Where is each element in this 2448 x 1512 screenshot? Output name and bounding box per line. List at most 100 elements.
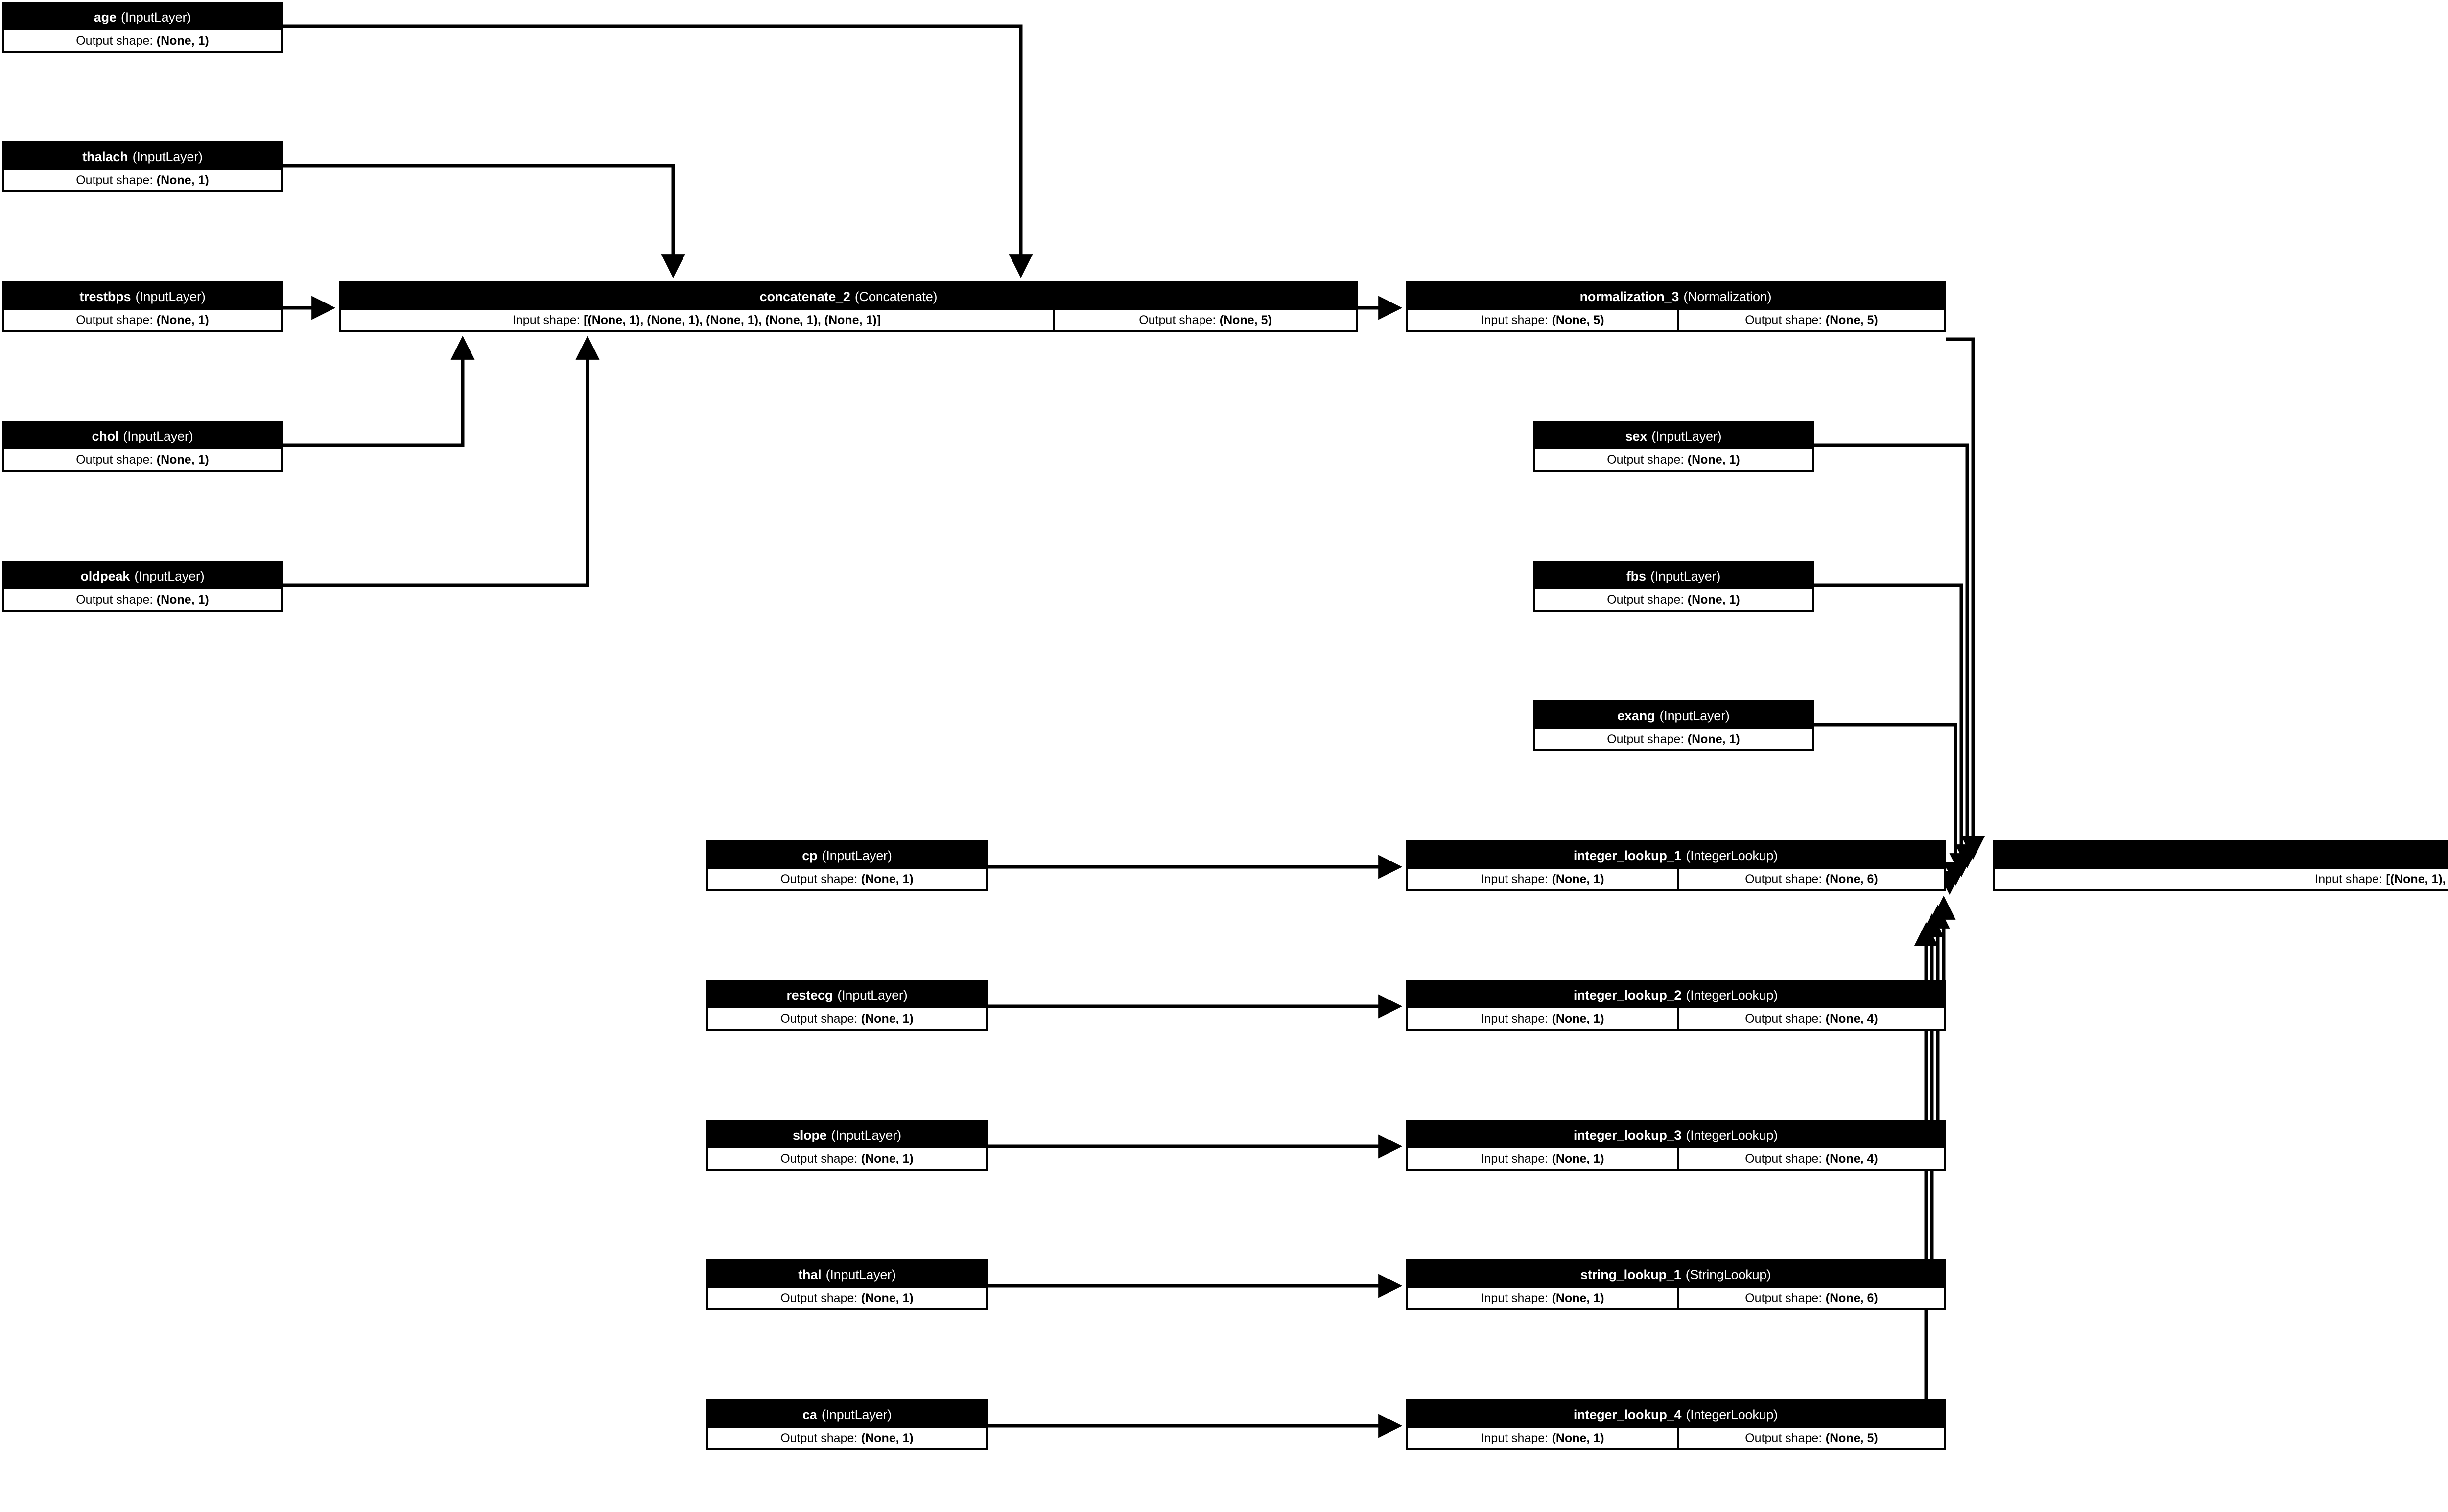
- layer-node-age[interactable]: age(InputLayer)Output shape:(None, 1): [2, 2, 283, 53]
- layer-node-integer_lookup_3[interactable]: integer_lookup_3(IntegerLookup)Input sha…: [1406, 1120, 1946, 1171]
- output-shape-value-oldpeak: (None, 1): [156, 592, 209, 606]
- layer-node-restecg[interactable]: restecg(InputLayer)Output shape:(None, 1…: [706, 980, 988, 1031]
- output-shape-cell-fbs: Output shape:(None, 1): [1535, 589, 1812, 610]
- output-shape-value-integer_lookup_1: (None, 6): [1825, 872, 1878, 886]
- output-shape-value-concatenate_2: (None, 5): [1219, 313, 1272, 327]
- output-shape-value-normalization_3: (None, 5): [1825, 313, 1878, 327]
- input-shape-label-integer_lookup_4: Input shape:: [1481, 1431, 1549, 1445]
- input-shape-cell-integer_lookup_2: Input shape:(None, 1): [1408, 1008, 1677, 1029]
- layer-node-fbs[interactable]: fbs(InputLayer)Output shape:(None, 1): [1533, 561, 1814, 612]
- output-shape-value-slope: (None, 1): [861, 1151, 914, 1165]
- edge-oldpeak-to-concatenate_2: [283, 335, 600, 587]
- layer-name-integer_lookup_2: integer_lookup_2: [1573, 987, 1682, 1002]
- output-shape-cell-age: Output shape:(None, 1): [4, 30, 281, 51]
- layer-shapes-slope: Output shape:(None, 1): [708, 1148, 986, 1169]
- layer-type-integer_lookup_2: (IntegerLookup): [1686, 987, 1778, 1002]
- layer-node-sex[interactable]: sex(InputLayer)Output shape:(None, 1): [1533, 421, 1814, 472]
- input-shape-value-concatenate_3: [(None, 1), (None, 1), (None, 1), (None,…: [2386, 872, 2448, 886]
- output-shape-value-chol: (None, 1): [156, 452, 209, 466]
- edge-age-to-concatenate_2: [283, 24, 1033, 279]
- layer-title-oldpeak: oldpeak(InputLayer): [4, 563, 281, 589]
- output-shape-label-oldpeak: Output shape:: [76, 592, 153, 606]
- output-shape-label-sex: Output shape:: [1607, 452, 1684, 466]
- edge-normalization_3-to-concatenate_3: [1946, 337, 1985, 860]
- input-shape-label-normalization_3: Input shape:: [1481, 313, 1549, 327]
- layer-name-restecg: restecg: [786, 987, 833, 1002]
- layer-node-cp[interactable]: cp(InputLayer)Output shape:(None, 1): [706, 840, 988, 891]
- output-shape-value-thal: (None, 1): [861, 1291, 914, 1305]
- output-shape-cell-exang: Output shape:(None, 1): [1535, 729, 1812, 749]
- input-shape-value-integer_lookup_4: (None, 1): [1552, 1431, 1604, 1445]
- layer-node-slope[interactable]: slope(InputLayer)Output shape:(None, 1): [706, 1120, 988, 1171]
- layer-type-thalach: (InputLayer): [132, 149, 203, 164]
- layer-node-integer_lookup_1[interactable]: integer_lookup_1(IntegerLookup)Input sha…: [1406, 840, 1946, 891]
- layer-node-string_lookup_1[interactable]: string_lookup_1(StringLookup)Input shape…: [1406, 1259, 1946, 1310]
- layer-title-thal: thal(InputLayer): [708, 1261, 986, 1288]
- output-shape-label-cp: Output shape:: [780, 872, 858, 886]
- input-shape-cell-integer_lookup_1: Input shape:(None, 1): [1408, 869, 1677, 889]
- output-shape-value-integer_lookup_3: (None, 4): [1825, 1151, 1878, 1165]
- output-shape-label-age: Output shape:: [76, 33, 153, 47]
- layer-name-ca: ca: [802, 1407, 817, 1422]
- input-shape-value-integer_lookup_1: (None, 1): [1552, 872, 1604, 886]
- layer-type-exang: (InputLayer): [1659, 708, 1730, 723]
- output-shape-cell-slope: Output shape:(None, 1): [708, 1148, 986, 1169]
- layer-node-normalization_3[interactable]: normalization_3(Normalization)Input shap…: [1406, 281, 1946, 332]
- layer-title-cp: cp(InputLayer): [708, 842, 986, 869]
- layer-name-string_lookup_1: string_lookup_1: [1580, 1267, 1681, 1282]
- output-shape-cell-integer_lookup_4: Output shape:(None, 5): [1679, 1428, 1944, 1448]
- output-shape-value-integer_lookup_4: (None, 5): [1825, 1431, 1878, 1445]
- output-shape-cell-trestbps: Output shape:(None, 1): [4, 310, 281, 330]
- input-shape-value-concatenate_2: [(None, 1), (None, 1), (None, 1), (None,…: [584, 313, 881, 327]
- layer-node-oldpeak[interactable]: oldpeak(InputLayer) Output shape:(None, 1…: [2, 561, 283, 612]
- layer-shapes-trestbps: Output shape:(None, 1): [4, 310, 281, 330]
- layer-type-integer_lookup_1: (IntegerLookup): [1686, 848, 1778, 863]
- layer-name-exang: exang: [1617, 708, 1655, 723]
- layer-title-restecg: restecg(InputLayer): [708, 982, 986, 1008]
- layer-shapes-concatenate_2: Input shape:[(None, 1), (None, 1), (None…: [341, 310, 1356, 330]
- output-shape-value-thalach: (None, 1): [156, 173, 209, 187]
- output-shape-cell-integer_lookup_1: Output shape:(None, 6): [1679, 869, 1944, 889]
- layer-shapes-sex: Output shape:(None, 1): [1535, 449, 1812, 470]
- layer-type-string_lookup_1: (StringLookup): [1685, 1267, 1771, 1282]
- layer-type-thal: (InputLayer): [825, 1267, 896, 1282]
- layer-title-string_lookup_1: string_lookup_1 (StringLookup): [1408, 1261, 1944, 1288]
- output-shape-value-restecg: (None, 1): [861, 1011, 914, 1025]
- input-shape-label-integer_lookup_3: Input shape:: [1481, 1151, 1549, 1165]
- layer-type-fbs: (InputLayer): [1650, 568, 1721, 583]
- output-shape-value-fbs: (None, 1): [1687, 592, 1740, 606]
- layer-node-ca[interactable]: ca(InputLayer)Output shape:(None, 1): [706, 1399, 988, 1450]
- layer-node-thal[interactable]: thal(InputLayer)Output shape:(None, 1): [706, 1259, 988, 1310]
- layer-node-integer_lookup_2[interactable]: integer_lookup_2 (IntegerLookup) Input sha…: [1406, 980, 1946, 1031]
- output-shape-value-ca: (None, 1): [861, 1431, 914, 1445]
- layer-shapes-age: Output shape:(None, 1): [4, 30, 281, 51]
- output-shape-cell-restecg: Output shape:(None, 1): [708, 1008, 986, 1029]
- output-shape-label-integer_lookup_3: Output shape:: [1745, 1151, 1822, 1165]
- layer-node-concatenate_3[interactable]: concatenate_3(Concatenate)Input shape:[(…: [1993, 840, 2448, 891]
- layer-shapes-integer_lookup_4: Input shape:(None, 1) Output shape:(None,…: [1408, 1428, 1944, 1448]
- layer-type-chol: (InputLayer): [123, 428, 193, 443]
- layer-node-concatenate_2[interactable]: concatenate_2(Concatenate)Input shape:[(…: [339, 281, 1358, 332]
- layer-node-exang[interactable]: exang (InputLayer) Output shape:(None, 1): [1533, 700, 1814, 751]
- layer-type-concatenate_2: (Concatenate): [854, 289, 938, 304]
- layer-name-age: age: [94, 9, 117, 24]
- output-shape-label-restecg: Output shape:: [780, 1011, 858, 1025]
- layer-node-integer_lookup_4[interactable]: integer_lookup_4(IntegerLookup)Input sha…: [1406, 1399, 1946, 1450]
- layer-shapes-integer_lookup_3: Input shape:(None, 1) Output shape:(None,…: [1408, 1148, 1944, 1169]
- layer-title-fbs: fbs(InputLayer): [1535, 563, 1812, 589]
- input-shape-cell-integer_lookup_3: Input shape:(None, 1): [1408, 1148, 1677, 1169]
- output-shape-label-integer_lookup_4: Output shape:: [1745, 1431, 1822, 1445]
- layer-node-trestbps[interactable]: trestbps(InputLayer)Output shape:(None, …: [2, 281, 283, 332]
- output-shape-value-sex: (None, 1): [1687, 452, 1740, 466]
- layer-node-chol[interactable]: chol(InputLayer)Output shape:(None, 1): [2, 421, 283, 472]
- output-shape-label-normalization_3: Output shape:: [1745, 313, 1822, 327]
- layer-title-thalach: thalach(InputLayer): [4, 143, 281, 170]
- layer-node-thalach[interactable]: thalach(InputLayer)Output shape:(None, 1…: [2, 141, 283, 192]
- output-shape-cell-concatenate_2: Output shape:(None, 5): [1055, 310, 1356, 330]
- output-shape-cell-normalization_3: Output shape:(None, 5): [1679, 310, 1944, 330]
- edge-chol-to-concatenate_2: [283, 335, 475, 447]
- edge-fbs-to-concatenate_3: [1814, 583, 1974, 878]
- output-shape-label-exang: Output shape:: [1607, 732, 1684, 746]
